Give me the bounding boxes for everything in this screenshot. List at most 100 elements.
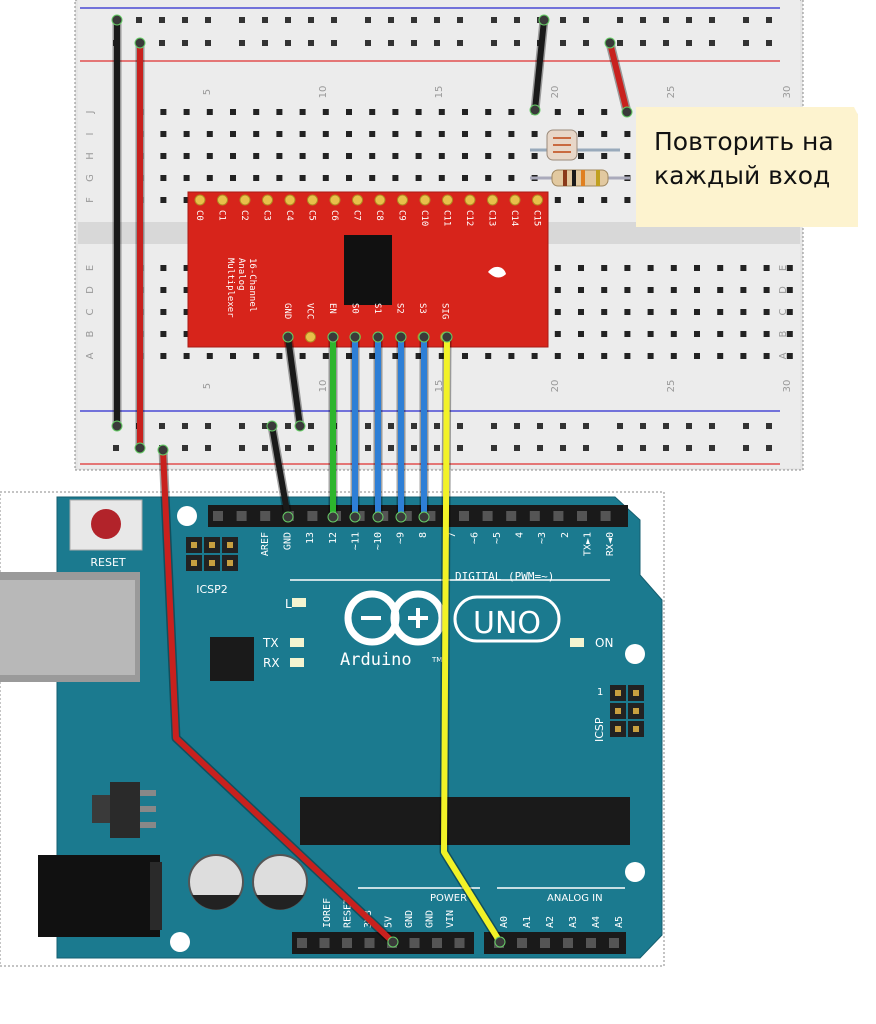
- analog-pin-label: A5: [614, 916, 625, 928]
- power-pin-label: IOREF: [322, 898, 333, 928]
- mux-pin: [352, 194, 363, 206]
- breadboard-hole: [322, 153, 329, 159]
- analog-label: ANALOG IN: [547, 893, 603, 904]
- icsp2-label: ICSP2: [196, 583, 228, 596]
- reset-label: RESET: [90, 556, 126, 569]
- header-socket: [454, 938, 465, 948]
- rail-hole: [560, 423, 566, 429]
- power-pin-label: VIN: [445, 910, 456, 928]
- breadboard-hole: [369, 131, 376, 137]
- power-jack: [38, 855, 160, 937]
- digital-pin-label: 13: [305, 532, 316, 544]
- rail-hole: [686, 17, 692, 23]
- breadboard-hole: [462, 175, 468, 181]
- breadboard-hole: [183, 331, 190, 337]
- rail-hole: [617, 445, 623, 451]
- capacitor: [188, 854, 244, 910]
- mount-hole: [170, 932, 190, 952]
- digital-pin-label: ~6: [469, 532, 480, 544]
- breadboard-hole: [276, 109, 283, 115]
- row-letter: D: [778, 286, 789, 294]
- rail-hole: [686, 40, 692, 46]
- rail-hole: [182, 445, 188, 451]
- breadboard-hole: [392, 109, 399, 115]
- column-number: 30: [782, 86, 793, 99]
- breadboard-hole: [694, 331, 700, 337]
- breadboard-hole: [160, 265, 167, 271]
- led-rx: [290, 658, 304, 667]
- breadboard-hole: [717, 309, 724, 315]
- breadboard-hole: [415, 131, 422, 137]
- breadboard-hole: [276, 353, 283, 359]
- power-pin-label: RESET: [343, 898, 354, 928]
- breadboard-hole: [253, 153, 260, 159]
- mux-channel-label: C9: [397, 210, 407, 221]
- rail-hole: [159, 17, 165, 23]
- mux-channel-label: C3: [262, 210, 272, 221]
- rail-hole: [537, 423, 543, 429]
- rail-hole: [743, 445, 749, 451]
- breadboard-hole: [392, 175, 399, 181]
- mux-channel-label: C10: [419, 210, 429, 226]
- digital-pin-label: 12: [328, 532, 339, 544]
- rail-hole: [239, 40, 245, 46]
- reset-button[interactable]: [69, 499, 143, 551]
- breadboard-hole: [369, 153, 376, 159]
- mux-pin: [329, 194, 341, 206]
- breadboard-hole: [438, 109, 445, 115]
- rail-hole: [411, 445, 417, 451]
- rail-hole: [239, 423, 245, 429]
- wire-black-mux-gnd: [285, 334, 303, 429]
- header-socket: [236, 511, 247, 521]
- rail-hole: [583, 40, 589, 46]
- mux-channel-label: C2: [239, 210, 249, 221]
- breadboard-hole: [624, 131, 631, 137]
- mux-channel-label: C8: [374, 210, 384, 221]
- power-pin-label: 5V: [384, 916, 395, 928]
- rail-hole: [663, 17, 669, 23]
- breadboard-hole: [554, 309, 561, 315]
- mux-channel-label: C12: [464, 210, 474, 226]
- breadboard-hole: [183, 287, 190, 293]
- header-socket: [577, 511, 587, 521]
- breadboard-hole: [299, 131, 306, 137]
- mux-pin-label: S2: [395, 303, 405, 314]
- rail-hole: [239, 17, 245, 23]
- digital-pin-label: RX◄0: [605, 532, 616, 556]
- wire-black-arduino-gnd: [269, 423, 291, 520]
- breadboard-hole: [485, 153, 492, 159]
- breadboard-hole: [160, 131, 167, 137]
- breadboard-hole: [578, 197, 584, 203]
- rail-hole: [560, 445, 566, 451]
- header-socket: [586, 938, 596, 948]
- rail-hole: [434, 17, 440, 23]
- breadboard-hole: [160, 109, 167, 115]
- breadboard-hole: [253, 131, 260, 137]
- rail-hole: [457, 423, 463, 429]
- breadboard-hole: [601, 287, 608, 293]
- breadboard-hole: [462, 109, 468, 115]
- breadboard-hole: [183, 353, 190, 359]
- breadboard-hole: [647, 353, 654, 359]
- breadboard-hole: [740, 265, 747, 271]
- row-letter: A: [778, 352, 789, 359]
- breadboard-hole: [276, 175, 283, 181]
- breadboard-hole: [670, 353, 677, 359]
- breadboard-hole: [346, 109, 352, 115]
- mux-chip: [344, 235, 392, 305]
- flame-logo-icon: [488, 266, 506, 278]
- rail-hole: [583, 445, 589, 451]
- breadboard-hole: [554, 331, 561, 337]
- breadboard-hole: [508, 153, 515, 159]
- breadboard-hole: [578, 309, 584, 315]
- breadboard-hole: [230, 353, 236, 359]
- row-letter: J: [85, 111, 96, 115]
- mux-channel-label: C1: [217, 210, 227, 221]
- breadboard-hole: [346, 131, 352, 137]
- row-letter: A: [85, 352, 96, 359]
- mux-channel-label: C0: [194, 210, 204, 221]
- digital-pin-label: ~11: [350, 532, 361, 550]
- breadboard-hole: [438, 353, 445, 359]
